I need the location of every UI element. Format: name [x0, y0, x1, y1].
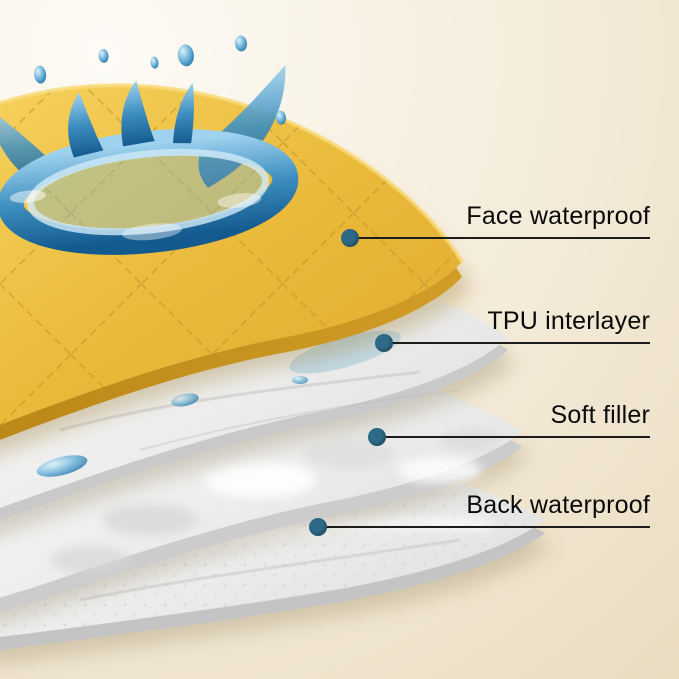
callout-face-waterproof: Face waterproof	[341, 201, 650, 247]
callout-leader-line	[341, 229, 650, 247]
water-splash	[0, 35, 299, 255]
callout-dot-icon	[368, 428, 386, 446]
callout-dot-icon	[341, 229, 359, 247]
filler-fluff-texture	[50, 430, 500, 574]
callout-label: TPU interlayer	[487, 307, 650, 335]
callout-label: Back waterproof	[466, 491, 650, 519]
callout-leader-line	[375, 334, 650, 352]
callout-leader-line	[368, 428, 650, 446]
callout-label: Face waterproof	[466, 202, 650, 230]
callout-dot-icon	[375, 334, 393, 352]
callout-tpu-interlayer: TPU interlayer	[375, 306, 650, 352]
callout-leader-line	[309, 518, 650, 536]
callout-dot-icon	[309, 518, 327, 536]
callout-soft-filler: Soft filler	[368, 400, 650, 446]
water-droplet	[34, 35, 286, 125]
layer-soft-filler	[0, 314, 530, 634]
callout-label: Soft filler	[550, 401, 650, 429]
callout-back-waterproof: Back waterproof	[309, 490, 650, 536]
